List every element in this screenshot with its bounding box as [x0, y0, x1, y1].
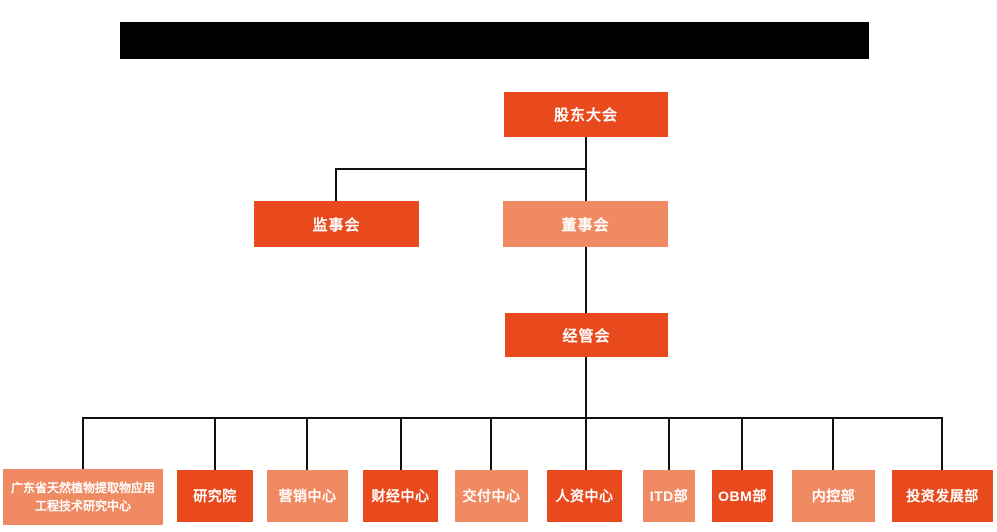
connector-dept-drop-5 — [490, 417, 492, 470]
connector-board-drop — [585, 168, 587, 201]
connector-root-down — [585, 137, 587, 170]
connector-dept-drop-8 — [741, 417, 743, 470]
org-node-hr-center: 人资中心 — [547, 470, 622, 522]
connector-management-down — [585, 357, 587, 470]
org-node-marketing-center: 营销中心 — [267, 470, 348, 522]
org-node-research-center: 广东省天然植物提取物应用工程技术研究中心 — [3, 469, 163, 525]
connector-dept-drop-7 — [668, 417, 670, 470]
connector-dept-drop-1 — [82, 417, 84, 470]
connector-dept-drop-2 — [214, 417, 216, 470]
org-node-board-of-directors: 董事会 — [503, 201, 668, 247]
org-node-research-institute: 研究院 — [177, 470, 253, 522]
connector-board-management — [585, 247, 587, 313]
connector-dept-drop-4 — [400, 417, 402, 470]
connector-level2-horizontal — [335, 168, 587, 170]
connector-supervisory-drop — [335, 168, 337, 201]
org-node-shareholders-meeting: 股东大会 — [504, 92, 668, 137]
org-node-supervisory-board: 监事会 — [254, 201, 419, 247]
org-node-internal-control-department: 内控部 — [792, 470, 875, 522]
connector-dept-drop-3 — [306, 417, 308, 470]
org-node-finance-center: 财经中心 — [363, 470, 438, 522]
org-node-itd-department: ITD部 — [643, 470, 695, 522]
org-node-management-committee: 经管会 — [505, 313, 668, 357]
connector-dept-drop-10 — [941, 417, 943, 470]
connector-departments-horizontal — [82, 417, 943, 419]
org-node-obm-department: OBM部 — [712, 470, 773, 522]
connector-dept-drop-9 — [832, 417, 834, 470]
org-node-delivery-center: 交付中心 — [455, 470, 528, 522]
org-node-investment-development-department: 投资发展部 — [892, 470, 993, 522]
redacted-title-bar — [120, 22, 869, 59]
